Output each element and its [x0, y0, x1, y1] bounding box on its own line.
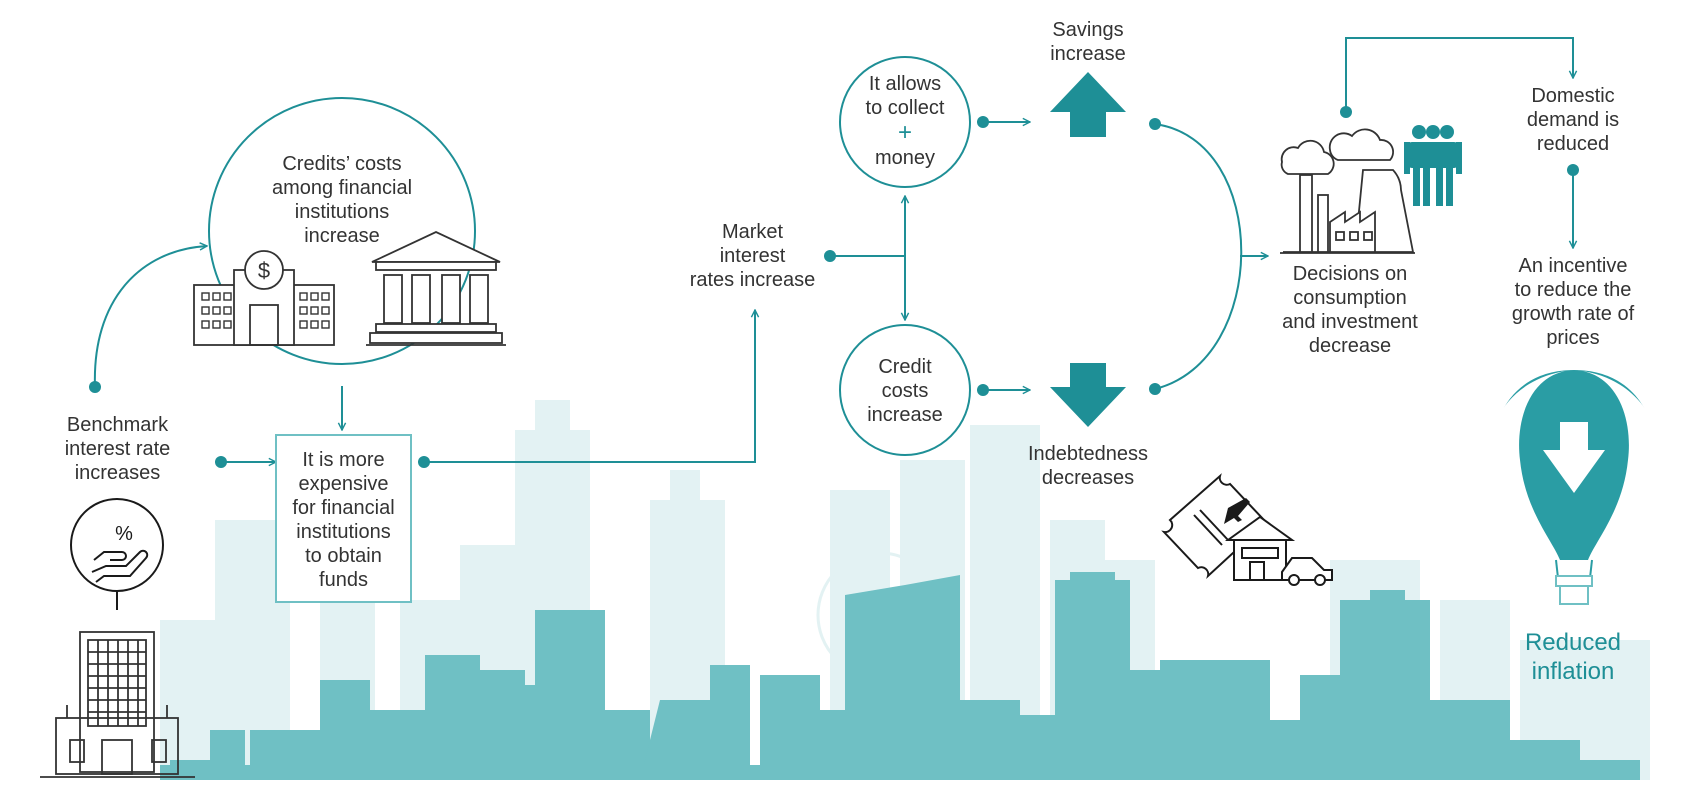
skyline-front: [160, 572, 1640, 780]
savings-up-arrow-icon: [1050, 72, 1126, 137]
connectors-right: [1345, 37, 1573, 248]
office-tower-icon: [40, 631, 195, 778]
collect-money-circle: [839, 56, 971, 188]
connectors-left: [93, 246, 755, 462]
connector-dots-right: [1340, 106, 1579, 176]
indebtedness-down-arrow-icon: [1050, 363, 1126, 427]
people-icon: [1404, 125, 1462, 206]
percent-hand-icon: %: [70, 498, 164, 610]
svg-text:%: %: [115, 523, 133, 545]
connector-dots-middle: [824, 116, 1161, 396]
balloon-down-arrow-icon: [1487, 370, 1661, 605]
bank-dollar-icon: $: [193, 250, 335, 346]
more-expensive-box: [275, 434, 412, 603]
factory-icon: [1280, 128, 1415, 254]
credit-costs-circle: [839, 324, 971, 456]
connectors-middle: [830, 122, 1268, 390]
connector-dots-left: [89, 381, 430, 468]
courthouse-icon: [366, 231, 506, 346]
plus-sign: +: [897, 119, 912, 146]
svg-text:$: $: [258, 258, 270, 283]
ticket-house-car-icon: [1161, 473, 1333, 586]
